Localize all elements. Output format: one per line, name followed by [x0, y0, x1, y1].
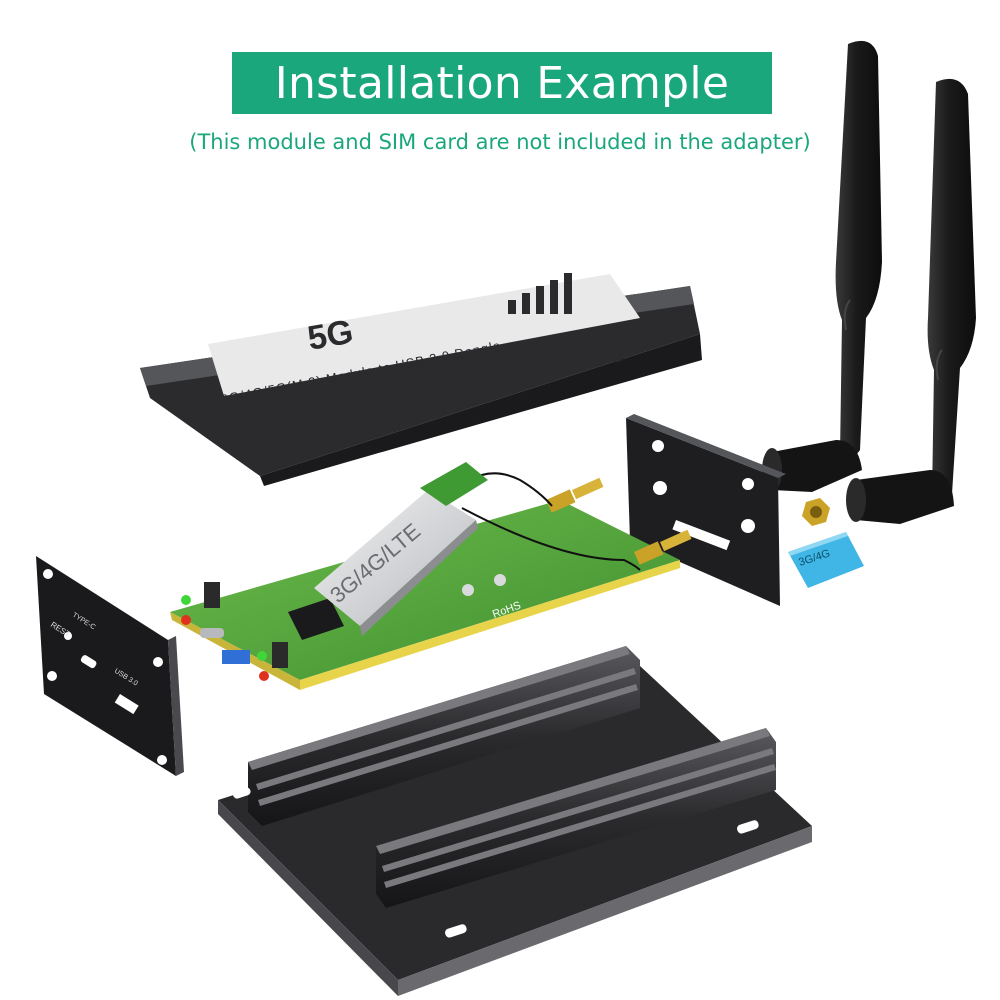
- led-green-1: [181, 595, 191, 605]
- front-usb3-port: [114, 694, 139, 715]
- title-banner: Installation Example: [232, 52, 772, 114]
- top-cover: 5G 3G/4G/5G(M.2) Module to USB 3.0 Dongl…: [140, 273, 702, 486]
- cover-ce-mark: CE: [537, 351, 564, 374]
- adapter-board: 3G/4G/LTE RoHS: [170, 462, 692, 690]
- front-panel: REST TYPE-C USB 3.0: [36, 556, 184, 776]
- antenna-cable-2: [461, 507, 641, 571]
- signal-bars-icon: [508, 273, 572, 314]
- led-red-2: [259, 671, 269, 681]
- led-green-2: [257, 651, 267, 661]
- rear-panel: [626, 414, 786, 606]
- page-subtitle: (This module and SIM card are not includ…: [189, 130, 811, 154]
- led-red-1: [181, 615, 191, 625]
- mount-slot-1: [233, 787, 251, 799]
- cover-brand-label: 5G: [305, 313, 356, 358]
- page-title: Installation Example: [274, 57, 730, 109]
- cover-fc-mark: FC: [475, 365, 501, 388]
- front-reset-button: [64, 632, 72, 640]
- m2-slot: [288, 598, 344, 640]
- cover-recycle-icon: [606, 342, 626, 362]
- sim-card: 3G/4G: [788, 532, 864, 588]
- sma-connector-1: [546, 477, 604, 513]
- mount-slot-3: [445, 924, 467, 938]
- antenna-left: [762, 40, 882, 492]
- antenna-right: [846, 78, 976, 524]
- front-typec-port: [80, 655, 97, 669]
- board-usb3-port: [222, 650, 250, 664]
- board-typec-port: [200, 628, 224, 638]
- brass-nut: [802, 498, 830, 526]
- bottom-heatsink: [218, 646, 812, 996]
- sma-connector-2: [634, 529, 692, 565]
- mount-slot-2: [737, 820, 759, 834]
